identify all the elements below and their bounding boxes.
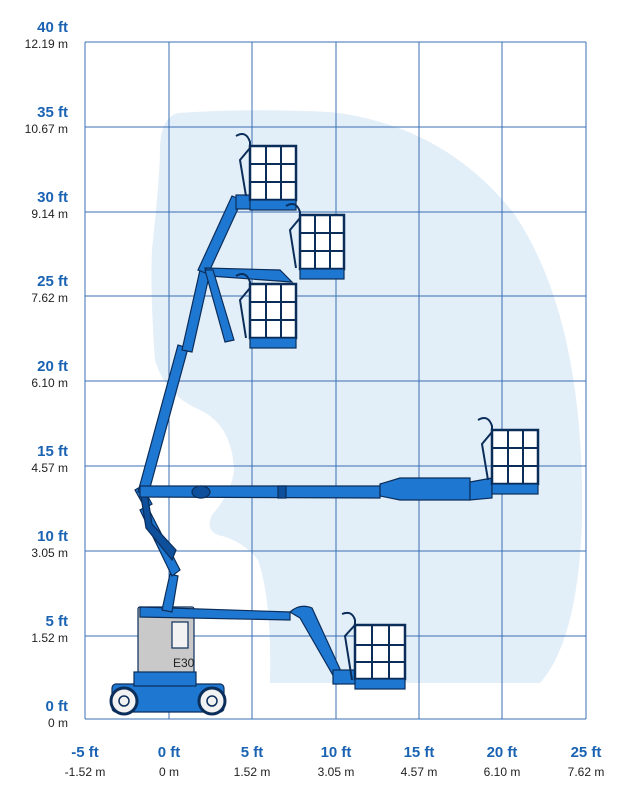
x-tick-ft-10: 10 ft — [321, 744, 352, 761]
y-tick-ft-15: 15 ft — [37, 443, 68, 460]
working-envelope — [151, 110, 583, 683]
y-tick-ft-10: 10 ft — [37, 528, 68, 545]
y-tick-m-40: 12.19 m — [25, 37, 68, 51]
front-wheel — [197, 686, 227, 716]
y-tick-m-20: 6.10 m — [31, 376, 68, 390]
y-tick-m-0: 0 m — [48, 716, 68, 730]
x-tick-ft-25: 25 ft — [571, 744, 602, 761]
platform-stowed — [341, 611, 407, 690]
y-tick-m-15: 4.57 m — [31, 461, 68, 475]
platform-mid — [235, 273, 298, 349]
x-tick-m-20: 6.10 m — [484, 765, 521, 779]
x-tick-ft-5: 5 ft — [241, 744, 264, 761]
x-tick-ft-0: 0 ft — [158, 744, 181, 761]
machine: E30 — [109, 133, 540, 716]
y-tick-m-25: 7.62 m — [31, 291, 68, 305]
y-tick-ft-30: 30 ft — [37, 189, 68, 206]
y-tick-ft-0: 0 ft — [46, 698, 69, 715]
y-tick-m-35: 10.67 m — [25, 122, 68, 136]
y-tick-ft-20: 20 ft — [37, 358, 68, 375]
y-tick-ft-40: 40 ft — [37, 19, 68, 36]
y-tick-m-30: 9.14 m — [31, 207, 68, 221]
x-tick-m-0: 0 m — [159, 765, 179, 779]
x-tick-ft-15: 15 ft — [404, 744, 435, 761]
y-tick-m-10: 3.05 m — [31, 546, 68, 560]
boom-upper — [137, 194, 294, 496]
riser-linkage — [134, 485, 181, 613]
x-tick-m-5: 1.52 m — [234, 765, 271, 779]
x-tick-m-neg5: -1.52 m — [65, 765, 106, 779]
control-box — [171, 621, 189, 649]
y-tick-ft-25: 25 ft — [37, 273, 68, 290]
y-tick-ft-35: 35 ft — [37, 104, 68, 121]
x-tick-ft-neg5: -5 ft — [71, 744, 99, 761]
boom-stowed — [139, 605, 407, 690]
x-tick-m-25: 7.62 m — [568, 765, 605, 779]
y-tick-m-5: 1.52 m — [31, 631, 68, 645]
x-tick-ft-20: 20 ft — [487, 744, 518, 761]
platform-outreach — [477, 417, 540, 495]
turntable — [133, 671, 197, 687]
boom-horizontal — [139, 477, 493, 501]
x-tick-m-10: 3.05 m — [318, 765, 355, 779]
x-tick-m-15: 4.57 m — [401, 765, 438, 779]
x-axis-labels: -5 ft -1.52 m 0 ft 0 m 5 ft 1.52 m 10 ft… — [65, 744, 605, 779]
platform-upper-right — [285, 203, 346, 280]
y-axis-labels: 40 ft 12.19 m 35 ft 10.67 m 30 ft 9.14 m… — [25, 19, 68, 730]
rear-wheel — [109, 686, 139, 716]
y-tick-ft-5: 5 ft — [46, 613, 69, 630]
nameplate: E30 — [173, 656, 195, 670]
